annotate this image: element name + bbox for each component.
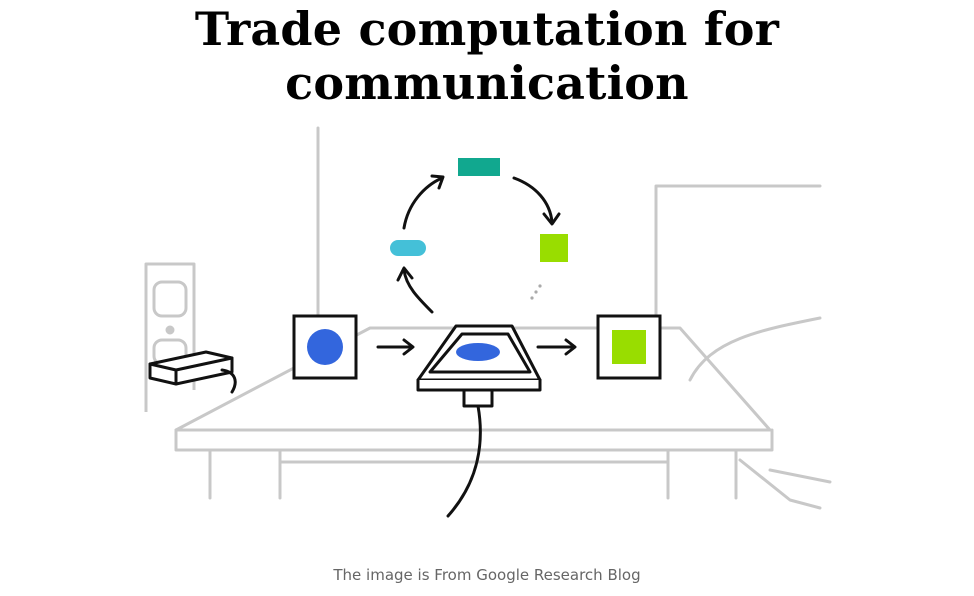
power-charger bbox=[148, 350, 237, 394]
smartphone bbox=[416, 324, 542, 518]
teal-rect-icon bbox=[458, 158, 500, 176]
image-caption: The image is From Google Research Blog bbox=[333, 566, 641, 584]
cycle-arrow-right-head bbox=[542, 212, 561, 226]
chair-curve bbox=[688, 316, 822, 382]
lime-square-icon bbox=[612, 330, 646, 364]
outlet-plate bbox=[144, 262, 196, 412]
lime-small-square-icon bbox=[540, 234, 568, 262]
phone-plug bbox=[462, 388, 494, 408]
chair-leg bbox=[738, 458, 822, 510]
cycle-arrow-up bbox=[402, 176, 444, 230]
cycle-dots bbox=[530, 284, 542, 300]
cycle-arrow-left bbox=[402, 268, 434, 314]
chair-leg-2 bbox=[768, 468, 832, 484]
cycle-arrow-left-head bbox=[396, 266, 414, 282]
page-title: Trade computation for communication bbox=[194, 2, 780, 110]
cycle-arrow-up-head bbox=[430, 174, 445, 190]
window-outline bbox=[654, 184, 822, 322]
cyan-pill-icon bbox=[390, 240, 426, 256]
outlet-screw bbox=[165, 325, 175, 335]
arrow-to-phone-head bbox=[402, 338, 415, 356]
outlet-socket-top bbox=[152, 280, 188, 318]
table-edge bbox=[174, 428, 774, 452]
wall-outlet bbox=[144, 262, 196, 412]
phone-cable bbox=[446, 404, 482, 518]
room-sketch bbox=[316, 126, 832, 510]
arrow-to-output-head bbox=[564, 338, 577, 356]
blue-circle-icon bbox=[307, 329, 343, 365]
compute-cycle bbox=[390, 158, 568, 314]
output-card-lime bbox=[596, 314, 662, 380]
phone-screen-blob-icon bbox=[456, 343, 500, 361]
cycle-arrow-right bbox=[512, 176, 554, 224]
input-card-blue bbox=[292, 314, 358, 380]
flow-arrows bbox=[376, 338, 577, 356]
